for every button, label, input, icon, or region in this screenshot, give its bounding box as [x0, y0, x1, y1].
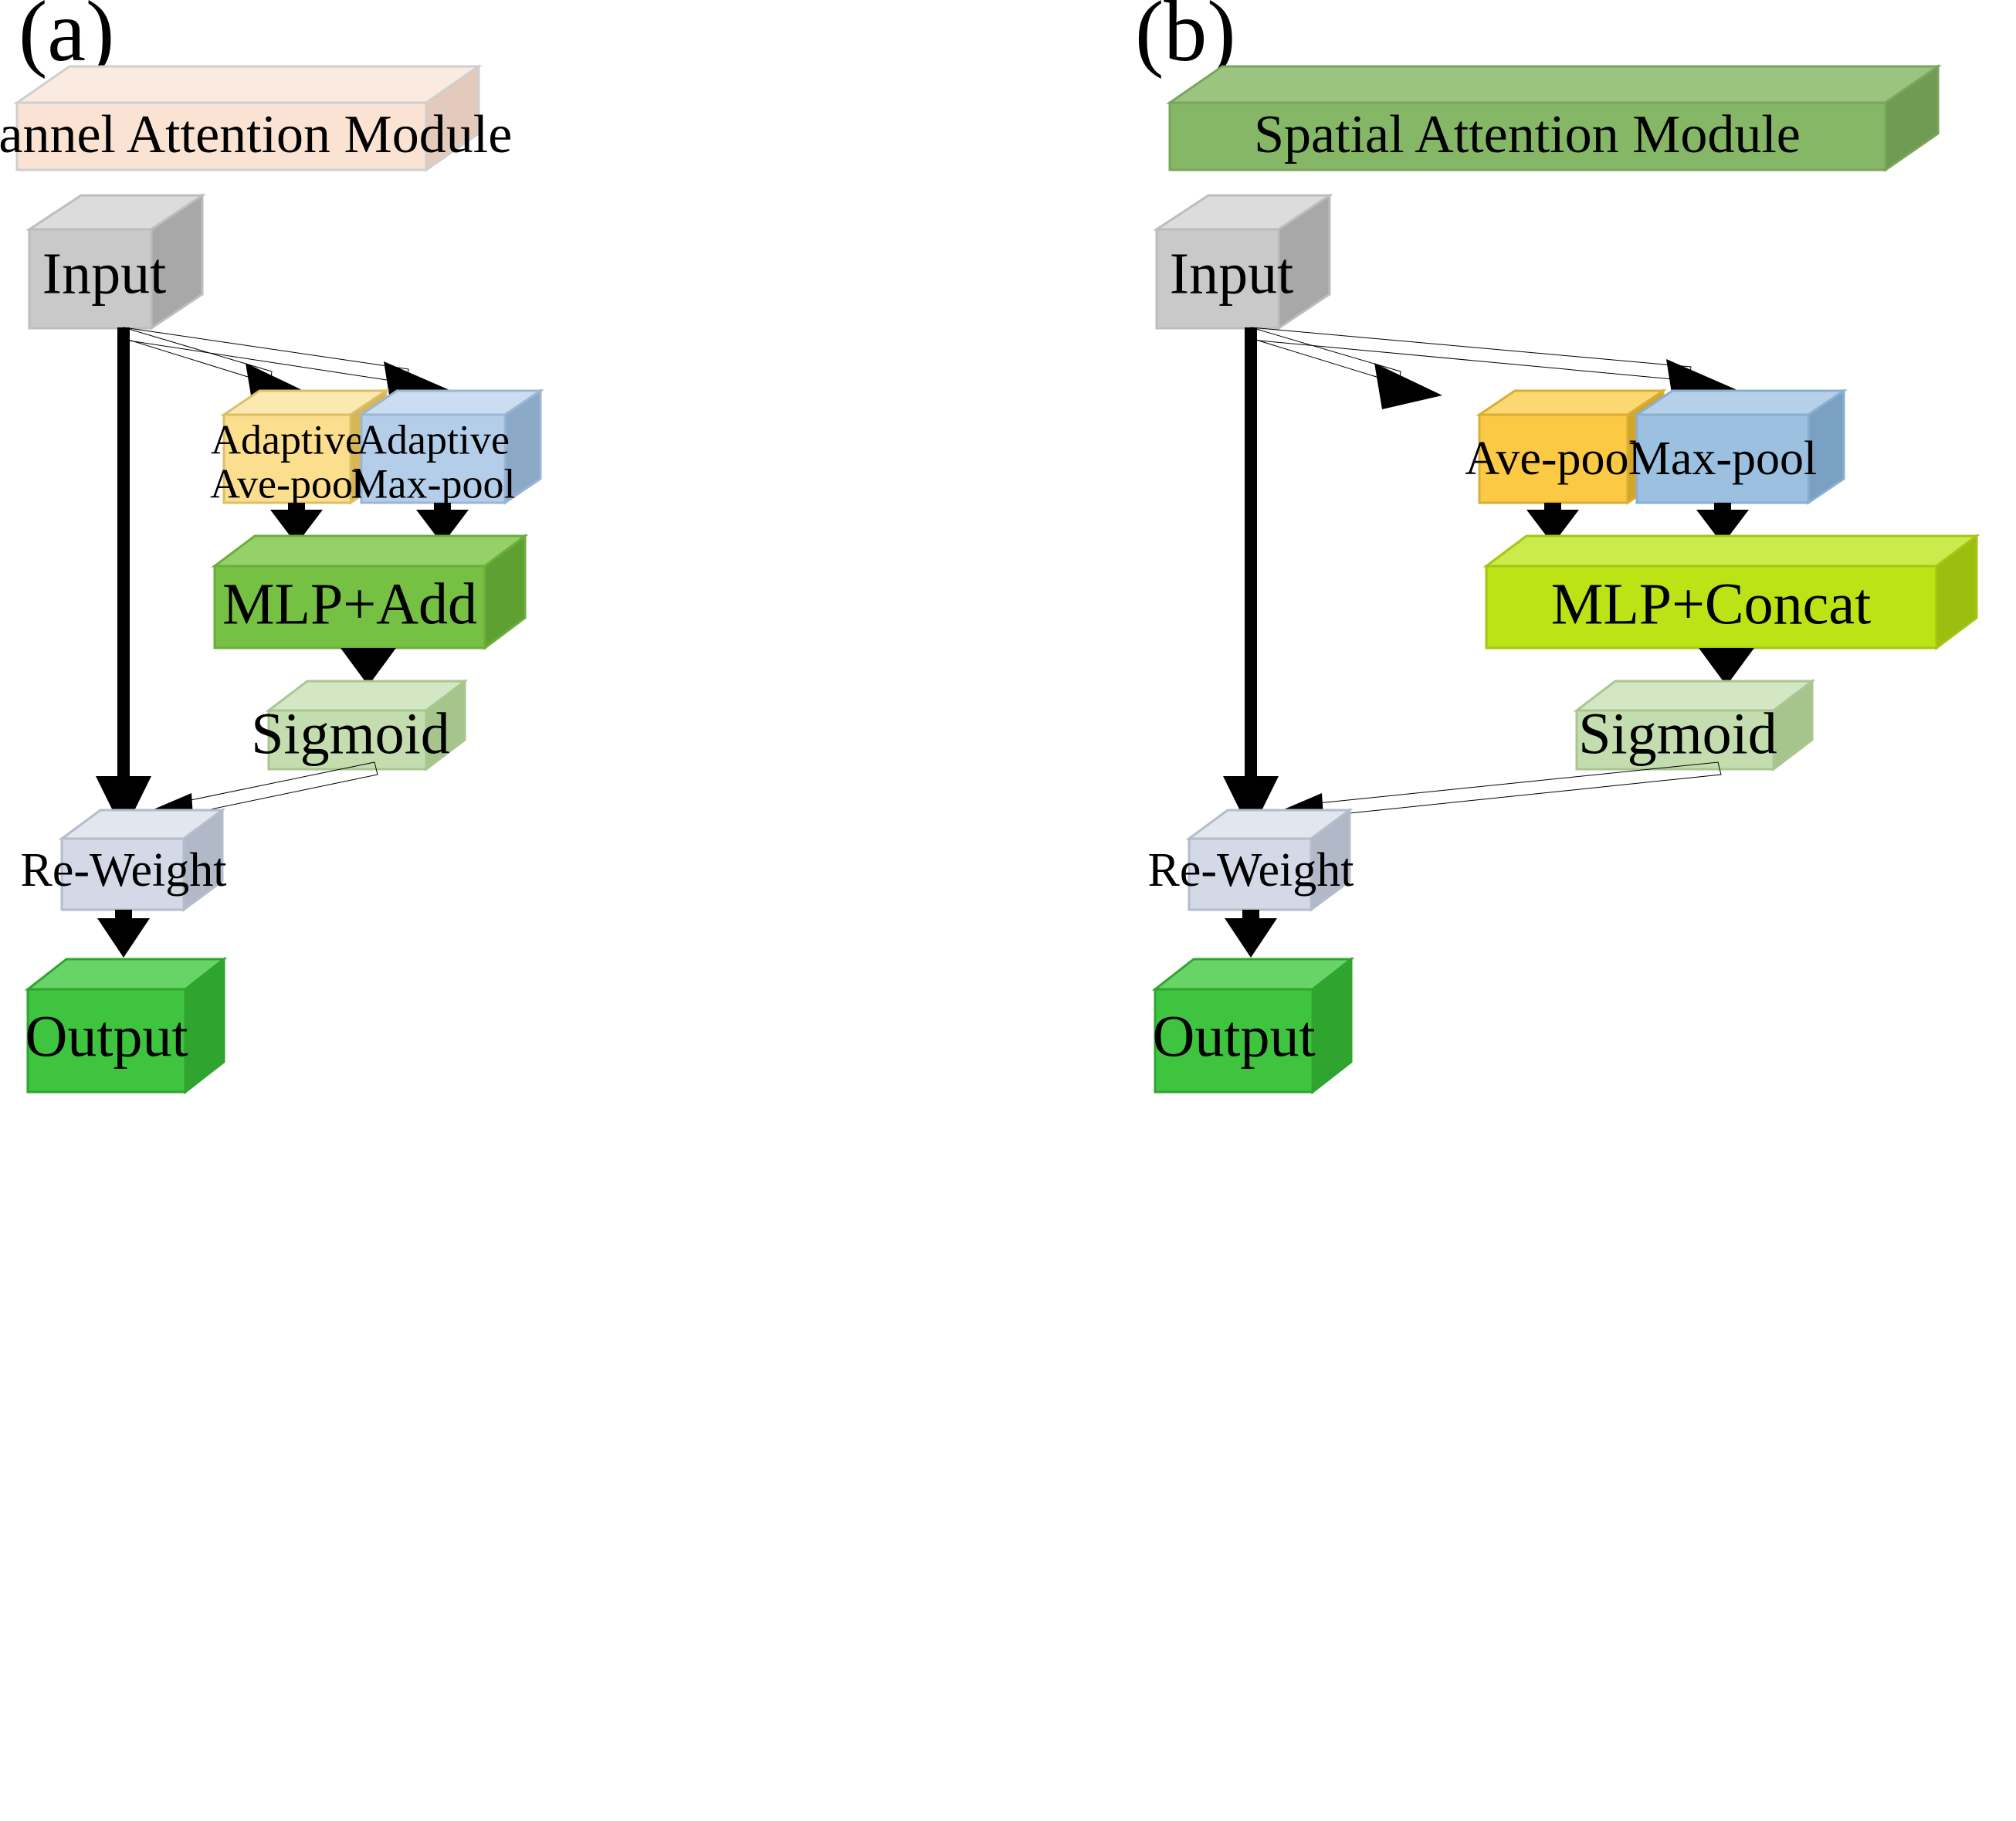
a-sigmoid-label: Sigmoid [251, 701, 450, 766]
a-input-box: Input [25, 193, 206, 331]
b-edge-input-to-avepool [1250, 327, 1442, 409]
a-edge-reweight-to-output [97, 910, 150, 958]
spatial-attention-module-label: Spatial Attention Module [1254, 105, 1801, 164]
a-output-label: Output [25, 1004, 188, 1069]
b-output-box: Output [1151, 956, 1355, 1095]
a-maxpool-box: Adaptive Max-pool [351, 388, 544, 507]
b-sigmoid-box: Sigmoid [1573, 678, 1816, 772]
a-edge-mlp-to-sigmoid [341, 648, 396, 686]
a-edge-avepool-to-mlp [270, 503, 323, 544]
b-input-label: Input [1170, 241, 1293, 306]
b-mlp-box: MLP+Concat [1482, 534, 1980, 650]
b-edge-avepool-to-mlp [1526, 503, 1579, 544]
b-maxpool-label: Max-pool [1628, 432, 1818, 485]
b-input-box: Input [1152, 193, 1333, 331]
a-sigmoid-box: Sigmoid [251, 678, 469, 772]
channel-attention-module-box: Channel Attention Module [0, 64, 512, 172]
b-maxpool-box: Max-pool [1628, 388, 1848, 505]
a-mlp-label: MLP+Add [222, 571, 477, 636]
a-reweight-label: Re-Weight [20, 844, 226, 897]
b-mlp-label: MLP+Concat [1551, 571, 1871, 636]
b-reweight-label: Re-Weight [1147, 844, 1354, 897]
a-output-box: Output [24, 956, 228, 1095]
a-edge-maxpool-to-mlp [416, 503, 469, 544]
panel-b-letter: (b) [1135, 0, 1236, 80]
a-edge-input-to-reweight [96, 327, 151, 833]
a-mlp-box: MLP+Add [211, 534, 529, 650]
b-edge-input-to-reweight [1223, 327, 1279, 833]
a-maxpool-label-line2: Max-pool [351, 460, 516, 507]
a-input-label: Input [42, 241, 166, 306]
channel-attention-module-label: Channel Attention Module [0, 105, 512, 164]
a-reweight-box: Re-Weight [20, 808, 227, 912]
b-output-label: Output [1152, 1004, 1315, 1069]
b-edge-maxpool-to-mlp [1696, 503, 1749, 544]
b-sigmoid-label: Sigmoid [1578, 701, 1777, 766]
a-avepool-label-line2: Ave-pool [210, 460, 364, 507]
b-edge-mlp-to-sigmoid [1699, 648, 1754, 686]
a-avepool-box: Adaptive Ave-pool [210, 388, 390, 507]
b-reweight-box: Re-Weight [1147, 808, 1354, 912]
a-avepool-label-line1: Adaptive [211, 416, 364, 463]
a-maxpool-label-line1: Adaptive [357, 416, 510, 463]
b-edge-reweight-to-output [1225, 910, 1277, 958]
b-avepool-label: Ave-pool [1465, 432, 1642, 485]
spatial-attention-module-box: Spatial Attention Module [1166, 64, 1942, 172]
